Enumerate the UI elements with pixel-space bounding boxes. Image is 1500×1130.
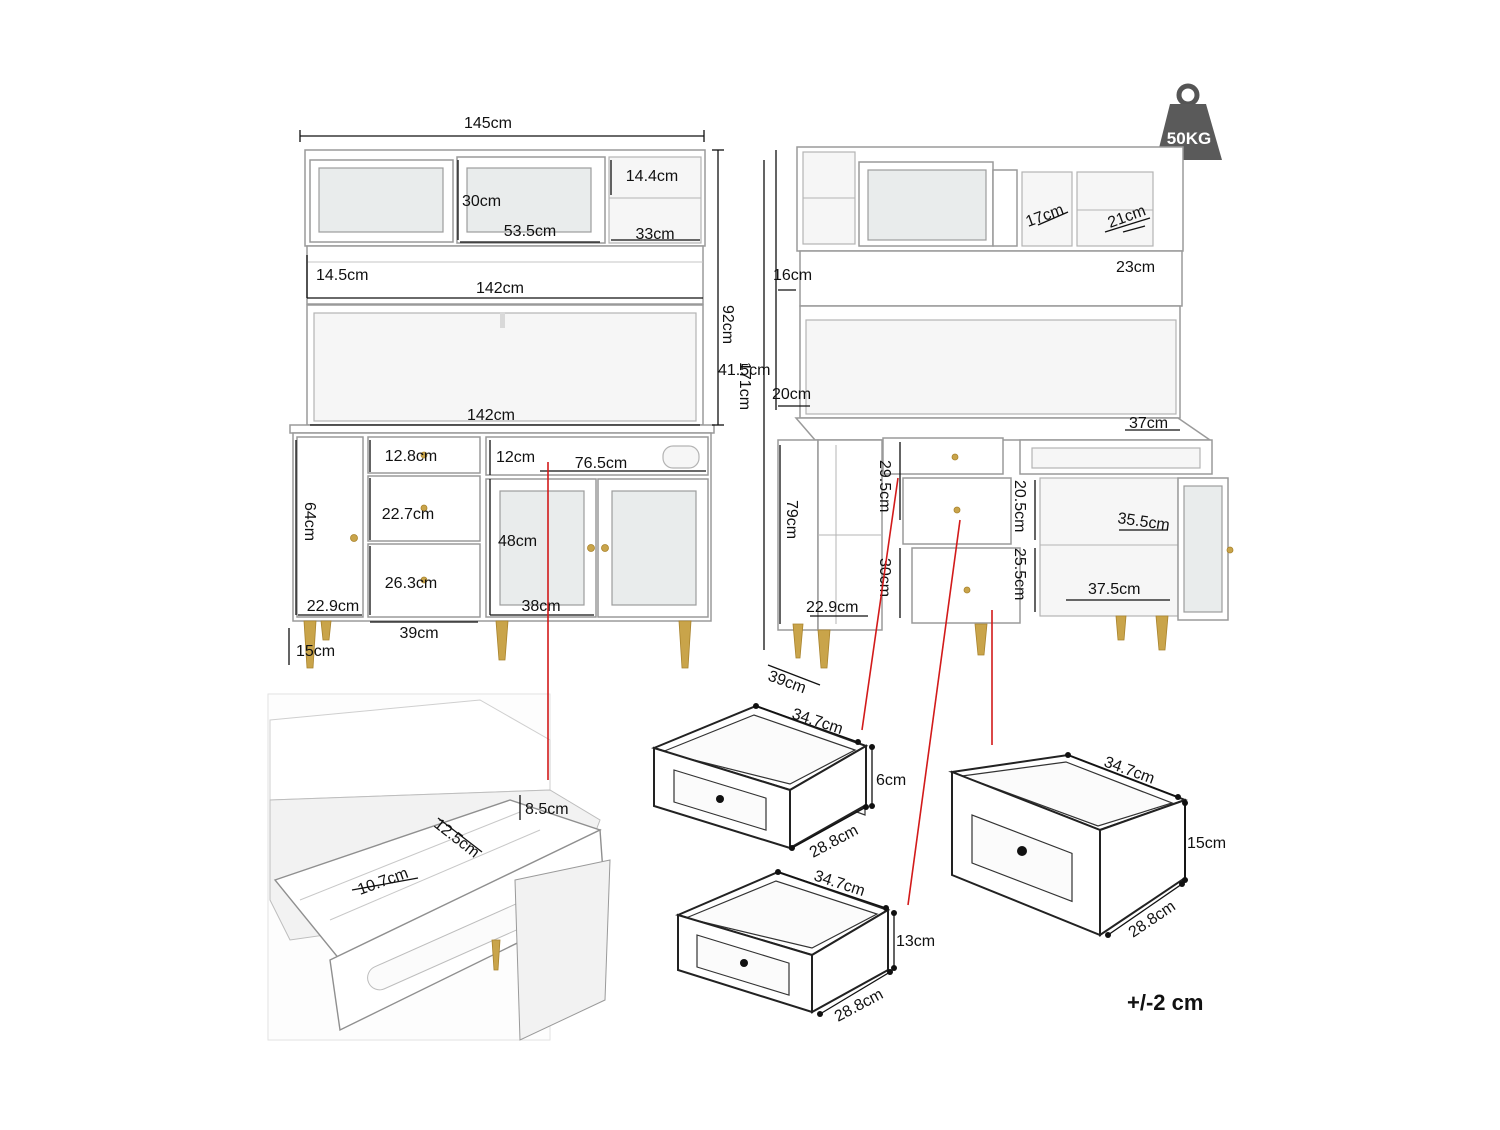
label-drawer-width: 39cm [399, 625, 438, 642]
label-drawer-3: 26.3cm [385, 575, 437, 592]
label-upper-door-width: 53.5cm [504, 223, 556, 240]
label-left-depth: 22.9cm [806, 599, 858, 616]
label-glass-rack-width: 33cm [635, 226, 674, 243]
weight-label: 50KG [1167, 129, 1211, 148]
label-total-height: 171cm [736, 362, 753, 410]
wine-rack-detail: 8.5cm 12.5cm 10.7cm [267, 693, 611, 1041]
drawer-1-diagram: 34.7cm 6cm 28.8cm [651, 703, 906, 862]
label-glass-door-width: 38cm [521, 598, 560, 615]
label-shelf-gap: 14.5cm [316, 267, 368, 284]
weight-icon: 50KG [1156, 83, 1222, 160]
label-rack-height: 8.5cm [525, 801, 569, 818]
label-wine-rack-width: 76.5cm [575, 455, 627, 472]
label-shelf-width: 142cm [476, 280, 524, 297]
label-door-h1: 20.5cm [1011, 480, 1028, 532]
label-width-total: 145cm [464, 115, 512, 132]
label-wine-rack-height: 12cm [496, 449, 535, 466]
label-shelf-depth: 16cm [773, 267, 812, 284]
label-upper-depth: 30cm [462, 193, 501, 210]
label-wine-depth: 37cm [1129, 415, 1168, 432]
label-drawer-1: 12.8cm [385, 448, 437, 465]
drawer-1-height: 6cm [876, 772, 906, 789]
drawer-3-height: 15cm [1187, 835, 1226, 852]
drawer-3-diagram: 34.7cm 15cm 28.8cm [948, 752, 1226, 941]
front-view-labels: 145cm 30cm 53.5cm 14.4cm 33cm 14.5cm 142… [296, 115, 736, 660]
label-left-cabinet-width: 22.9cm [307, 598, 359, 615]
label-drawer-h1: 29.5cm [876, 460, 893, 512]
label-glass-rack-height: 14.4cm [626, 168, 678, 185]
connector-lines [547, 462, 993, 906]
label-base-height: 79cm [783, 500, 800, 539]
label-counter-depth: 20cm [772, 386, 811, 403]
drawer-2-height: 13cm [896, 933, 935, 950]
front-view-dimensions [288, 130, 724, 665]
label-door-height: 64cm [301, 502, 318, 541]
label-hutch-depth: 41.5cm [718, 362, 770, 379]
side-view-cabinet [777, 146, 1234, 669]
label-drawer-2: 22.7cm [382, 506, 434, 523]
drawer-2-diagram: 34.7cm 13cm 28.8cm [675, 868, 935, 1026]
label-leg-height: 15cm [296, 643, 335, 660]
label-shelf-w2: 37.5cm [1088, 581, 1140, 598]
label-glass-door-height: 48cm [498, 533, 537, 550]
label-door-h2: 25.5cm [1011, 548, 1028, 600]
label-rack-23: 23cm [1116, 259, 1155, 276]
front-view-cabinet [289, 149, 715, 669]
label-hutch-height: 92cm [719, 305, 736, 344]
side-view-dimensions [763, 150, 1180, 686]
label-counter-width: 142cm [467, 407, 515, 424]
tolerance-note: +/-2 cm [1127, 990, 1203, 1015]
